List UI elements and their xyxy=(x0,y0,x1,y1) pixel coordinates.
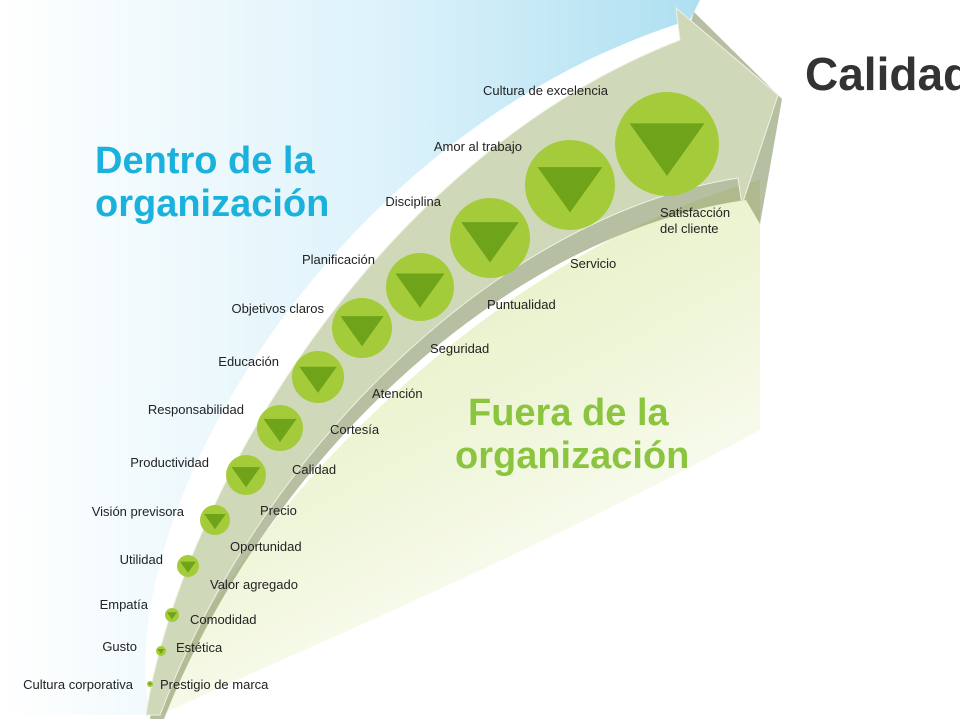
down-triangle-icon xyxy=(263,418,297,443)
title: Calidad xyxy=(805,48,960,100)
inside-factor-label: Objetivos claros xyxy=(232,301,325,316)
inside-factor-label: Cultura corporativa xyxy=(23,677,134,692)
inside-factor-label: Utilidad xyxy=(120,552,163,567)
outside-factor-label: Prestigio de marca xyxy=(160,677,269,692)
down-triangle-icon xyxy=(180,561,196,573)
inside-factor-label: Visión previsora xyxy=(92,504,185,519)
inside-factor-label: Responsabilidad xyxy=(148,402,244,417)
down-triangle-icon xyxy=(299,366,337,393)
outside-factor-label: Servicio xyxy=(570,256,616,271)
inside-factor-label: Planificación xyxy=(302,252,375,267)
outside-factor-label: Atención xyxy=(372,386,423,401)
inside-factor-label: Cultura de excelencia xyxy=(483,83,609,98)
outside-region xyxy=(150,180,760,715)
outside-factor-label: Calidad xyxy=(292,462,336,477)
outside-factor-label: Precio xyxy=(260,503,297,518)
outside-factor-label: Puntualidad xyxy=(487,297,556,312)
progress-circles xyxy=(147,92,719,687)
down-triangle-icon xyxy=(147,682,153,686)
outside-heading-line-2: organización xyxy=(455,435,689,477)
down-triangle-icon xyxy=(537,167,603,213)
down-triangle-icon xyxy=(395,273,445,308)
inside-factor-label: Productividad xyxy=(130,455,209,470)
down-triangle-icon xyxy=(231,467,261,488)
outside-factor-label: Oportunidad xyxy=(230,539,302,554)
inside-region xyxy=(0,0,700,715)
inside-factor-label: Educación xyxy=(218,354,279,369)
down-triangle-icon xyxy=(166,612,178,620)
factor-labels: Cultura corporativaGustoEmpatíaUtilidadV… xyxy=(23,83,730,692)
down-triangle-icon xyxy=(340,316,384,347)
outside-factor-label: Estética xyxy=(176,640,223,655)
outside-factor-label: Seguridad xyxy=(430,341,489,356)
inside-factor-label: Empatía xyxy=(100,597,149,612)
inside-factor-label: Disciplina xyxy=(385,194,441,209)
outside-factor-label: Cortesía xyxy=(330,422,380,437)
inside-heading-line-2: organización xyxy=(95,183,329,225)
down-triangle-icon xyxy=(461,222,519,263)
inside-factor-label: Gusto xyxy=(102,639,137,654)
inside-factor-label: Amor al trabajo xyxy=(434,139,522,154)
down-triangle-icon xyxy=(204,514,226,530)
outside-factor-label: Comodidad xyxy=(190,612,257,627)
outside-heading-line-1: Fuera de la xyxy=(468,392,669,434)
inside-heading-line-1: Dentro de la xyxy=(95,140,315,182)
down-triangle-icon xyxy=(629,123,705,176)
outside-factor-label: Valor agregado xyxy=(210,577,298,592)
down-triangle-icon xyxy=(157,649,165,655)
